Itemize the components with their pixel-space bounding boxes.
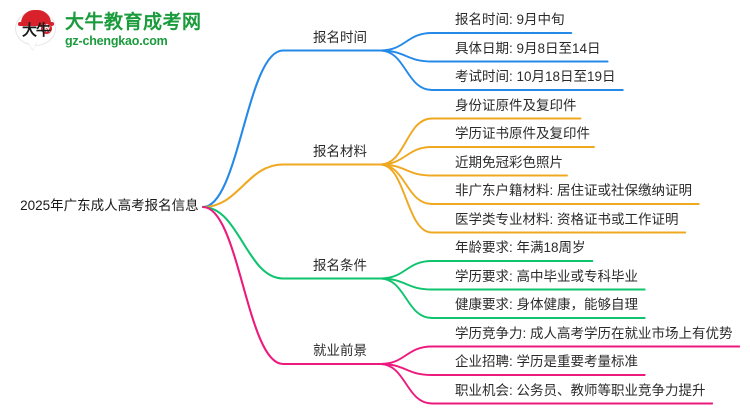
connector-branch-to-leaf — [379, 363, 714, 405]
connector-root-to-branch — [201, 163, 382, 209]
mindmap-leaf-1-3[interactable]: 考试时间: 10月18日至19日 — [455, 69, 616, 84]
mindmap-root-topic: 2025年广东成人高考报名信息 — [20, 198, 199, 213]
connector-root-to-branch — [201, 205, 382, 366]
connector-branch-to-leaf — [379, 49, 624, 91]
mindmap-leaf-2-4[interactable]: 非广东户籍材料: 居住证或社保缴纳证明 — [455, 183, 693, 198]
mindmap-branch-3-label[interactable]: 报名条件 — [313, 257, 367, 273]
connector-branch-to-leaf — [379, 260, 594, 280]
mindmap-leaf-2-5[interactable]: 医学类专业材料: 资格证书或工作证明 — [455, 211, 679, 227]
mindmap-leaf-2-2[interactable]: 学历证书原件及复印件 — [455, 126, 590, 141]
red-cap-shape — [21, 10, 51, 25]
logo-subtitle: gz-chengkao.com — [65, 33, 168, 48]
mindmap-branch-1-label[interactable]: 报名时间 — [313, 29, 367, 45]
logo-mark-icon: 教 大牛 — [14, 9, 58, 51]
logo-badge: 教 — [41, 23, 52, 34]
logo-mark-text: 大牛 — [21, 22, 51, 39]
mindmap-branch-2-label[interactable]: 报名材料 — [313, 143, 367, 159]
mindmap-leaf-3-2[interactable]: 学历要求: 高中毕业或专科毕业 — [455, 268, 639, 284]
site-logo: 教 大牛 大牛教育成考网 gz-chengkao.com — [14, 6, 224, 54]
speech-bubble-tail — [27, 41, 37, 50]
mindmap-branch-4-label[interactable]: 就业前景 — [313, 343, 367, 358]
logo-text-block: 大牛教育成考网 gz-chengkao.com — [65, 12, 202, 49]
connector-branch-to-leaf — [379, 163, 687, 234]
mindmap-leaf-1-1[interactable]: 报名时间: 9月中旬 — [455, 12, 565, 27]
mindmap-leaf-2-1[interactable]: 身份证原件及复印件 — [455, 97, 577, 113]
connector-root-to-branch — [201, 49, 382, 209]
mindmap-leaf-4-2[interactable]: 企业招聘: 学历是重要考量标准 — [455, 354, 639, 369]
connector-branch-to-leaf — [379, 345, 741, 365]
mindmap-leaf-4-3[interactable]: 职业机会: 公务员、教师等职业竞争力提升 — [455, 382, 706, 398]
mindmap-leaf-3-3[interactable]: 健康要求: 身体健康，能够自理 — [455, 297, 639, 312]
mindmap-leaf-4-1[interactable]: 学历竞争力: 成人高考学历在就业市场上有优势 — [455, 325, 733, 341]
mindmap-leaf-1-2[interactable]: 具体日期: 9月8日至14日 — [455, 40, 601, 56]
connector-branch-to-leaf — [379, 32, 573, 52]
connector-branch-to-leaf — [379, 146, 595, 166]
connector-root-to-branch — [201, 205, 382, 280]
logo-title: 大牛教育成考网 — [65, 11, 202, 33]
mindmap-leaf-3-1[interactable]: 年龄要求: 年满18周岁 — [455, 240, 586, 255]
connector-branch-to-leaf — [379, 277, 646, 319]
connector-branch-to-leaf — [379, 117, 582, 166]
mindmap-leaf-2-3[interactable]: 近期免冠彩色照片 — [455, 154, 563, 170]
red-cap-brim-shape — [18, 22, 54, 26]
